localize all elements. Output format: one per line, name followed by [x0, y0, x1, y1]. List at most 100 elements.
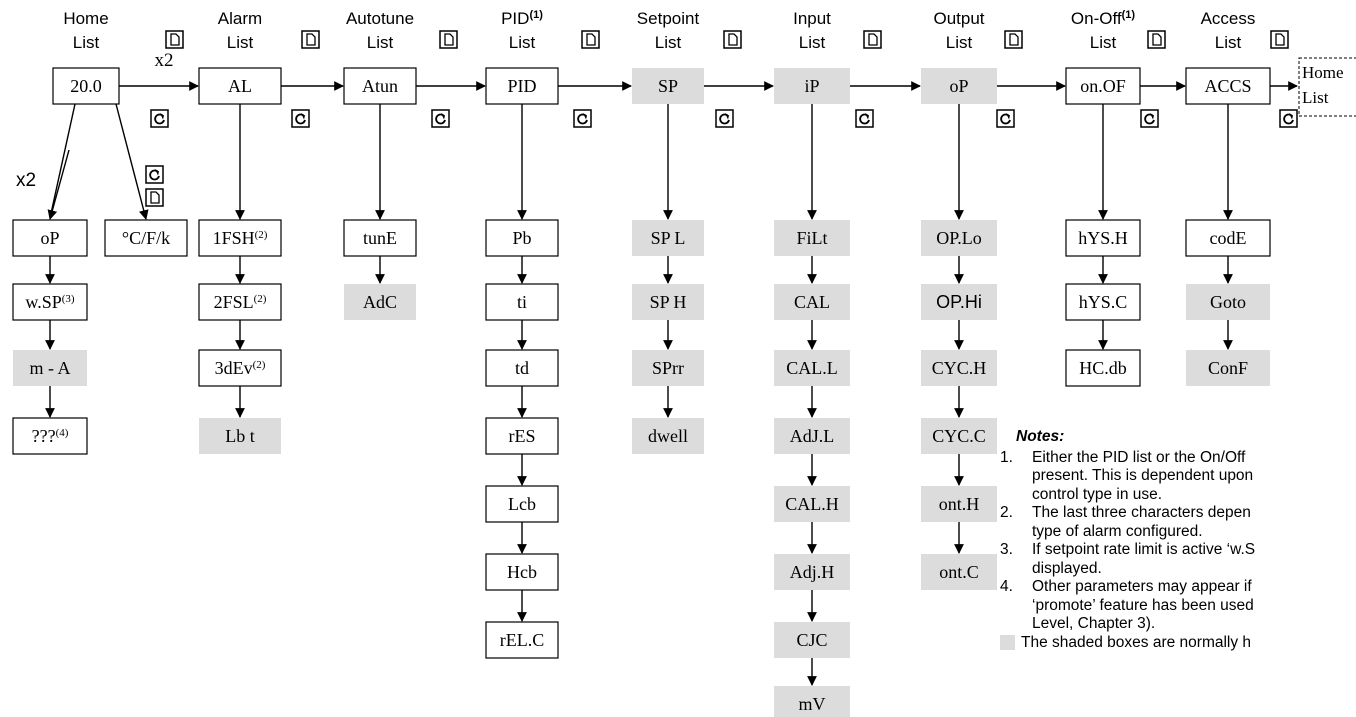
shaded-swatch: [1000, 635, 1015, 651]
param-onoff-box: [1065, 283, 1141, 321]
list-head-output-label: oP: [949, 76, 968, 96]
list-head-setpoint-box: [632, 68, 704, 104]
list-head-input-label: iP: [804, 76, 819, 96]
list-title: List: [1090, 33, 1117, 52]
note-number: 1.: [1000, 448, 1013, 466]
param-pid-label: td: [515, 358, 529, 378]
param-onoff-label: hYS.H: [1078, 228, 1128, 248]
list-title: Home: [63, 9, 108, 28]
list-title: List: [227, 33, 254, 52]
param-setpoint-box: [632, 418, 704, 454]
list-title: Access: [1201, 9, 1256, 28]
list-title: List: [946, 33, 973, 52]
param-output-box: [921, 418, 997, 454]
param-access-label: ConF: [1208, 358, 1248, 378]
scroll-icon-glyph: [1000, 113, 1011, 125]
branch-arrow: [115, 103, 149, 220]
scroll-icon: [715, 109, 734, 128]
param-access-box: [1185, 219, 1271, 257]
list-title: List: [509, 33, 536, 52]
scroll-icon: [145, 165, 164, 184]
home-param-box: [12, 417, 88, 455]
home-param-box: [12, 219, 88, 257]
param-pid-box: [485, 621, 559, 659]
param-output-label: CYC.H: [932, 358, 987, 378]
param-input-label: CAL.H: [785, 494, 839, 514]
param-access-box: [1186, 284, 1270, 320]
param-alarm-box: [198, 219, 282, 257]
param-alarm-box: [198, 283, 282, 321]
branch-line: [49, 103, 76, 219]
note-line: The last three characters depen: [1032, 504, 1251, 521]
param-output-box: [921, 350, 997, 386]
param-output-box: [921, 554, 997, 590]
home-return-box: [1298, 57, 1356, 117]
list-head-onoff-label: on.OF: [1080, 76, 1126, 96]
param-pid-box: [485, 349, 559, 387]
param-input-box: [774, 350, 850, 386]
x2-label: x2: [16, 170, 36, 191]
scroll-icon: [573, 109, 592, 128]
list-title: List: [655, 33, 682, 52]
list-head-output-box: [921, 68, 997, 104]
scroll-icon-glyph: [435, 113, 446, 125]
note-number: 2.: [1000, 504, 1013, 521]
scroll-icon-glyph: [719, 113, 730, 125]
param-pid-box: [485, 485, 559, 523]
param-input-box: [774, 418, 850, 454]
list-head-home-label: 20.0: [70, 76, 102, 96]
param-onoff-box: [1065, 349, 1141, 387]
scroll-icon-arrowhead: [865, 113, 869, 120]
page-icon-glyph: [444, 33, 454, 46]
param-input-label: AdJ.L: [790, 426, 835, 446]
scroll-icon: [855, 109, 874, 128]
scroll-icon-arrowhead: [301, 113, 305, 120]
home-unit-label: °C/F/k: [122, 228, 170, 248]
scroll-icon-arrowhead: [1006, 113, 1010, 120]
scroll-icon: [1279, 109, 1298, 128]
note-item-3: 3. If setpoint rate limit is active ‘w.S…: [1000, 541, 1356, 578]
param-autotune-box: [344, 284, 416, 320]
param-autotune-box: [343, 219, 417, 257]
param-pid-box: [485, 553, 559, 591]
x2-label: x2: [155, 50, 174, 71]
note-line: Other parameters may appear if: [1032, 578, 1252, 595]
scroll-icon-glyph: [577, 113, 588, 125]
list-title: On-Off(1): [1071, 9, 1135, 28]
list-head-alarm-box: [198, 67, 282, 105]
scroll-icon-arrowhead: [583, 113, 587, 120]
param-output-label: ont.H: [939, 494, 980, 514]
param-pid-label: ti: [517, 292, 527, 312]
notes-panel: Notes: 1. Either the PID list or the On/…: [1000, 428, 1356, 717]
page-icon-glyph: [1152, 33, 1162, 46]
list-head-autotune-label: Atun: [362, 76, 398, 96]
param-input-box: [774, 554, 850, 590]
param-input-box: [774, 622, 850, 658]
note-line: Level, Chapter 3).: [1032, 615, 1156, 632]
param-output-box: [921, 284, 997, 320]
page-icon-glyph: [170, 33, 180, 46]
scroll-icon-arrowhead: [441, 113, 445, 120]
scroll-icon: [150, 109, 169, 128]
param-pid-box: [485, 219, 559, 257]
param-alarm-label: 1FSH(2): [213, 228, 268, 248]
param-output-label: CYC.C: [932, 426, 986, 446]
param-output-box: [921, 220, 997, 256]
scroll-icon-arrowhead: [160, 113, 164, 120]
note-line: Either the PID list or the On/Off: [1032, 448, 1246, 466]
scroll-icon-arrowhead: [155, 169, 159, 176]
list-title: Input: [793, 9, 831, 28]
scroll-icon-arrowhead: [1289, 113, 1293, 120]
list-title: Setpoint: [637, 9, 700, 28]
note-line: control type in use.: [1032, 485, 1163, 503]
note-line: displayed.: [1032, 559, 1102, 577]
list-title: List: [1215, 33, 1242, 52]
page-icon-glyph: [868, 33, 878, 46]
param-access-label: Goto: [1210, 292, 1246, 312]
note-line: type of alarm configured.: [1032, 522, 1203, 540]
list-head-pid-label: PID: [507, 76, 536, 96]
scroll-icon: [1140, 109, 1159, 128]
param-input-label: FiLt: [796, 228, 827, 248]
note-line: ‘promote’ feature has been used: [1032, 596, 1254, 614]
